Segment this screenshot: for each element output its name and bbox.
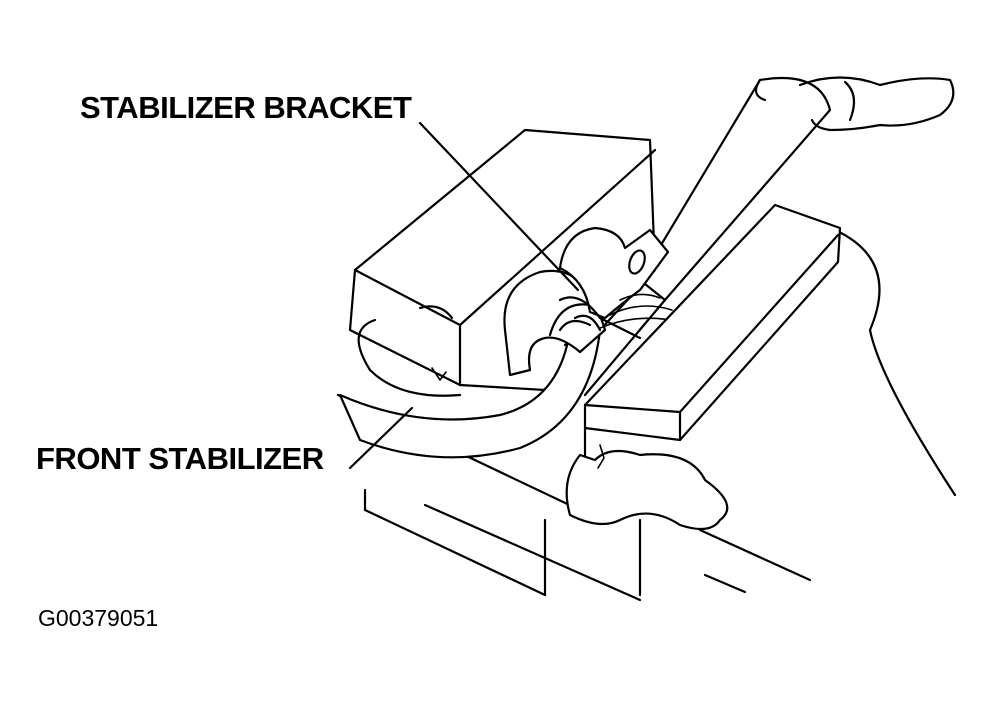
figure-id: G00379051 [38, 605, 159, 631]
label-front-stabilizer: FRONT STABILIZER [36, 441, 324, 476]
leader-front-stabilizer [348, 406, 414, 470]
stabilizer-bracket [503, 226, 681, 377]
leader-stabilizer-bracket [418, 121, 580, 292]
hand-outline [754, 76, 955, 132]
right-block [565, 203, 842, 531]
leader-lines [348, 121, 580, 470]
label-stabilizer-bracket: STABILIZER BRACKET [80, 90, 412, 125]
